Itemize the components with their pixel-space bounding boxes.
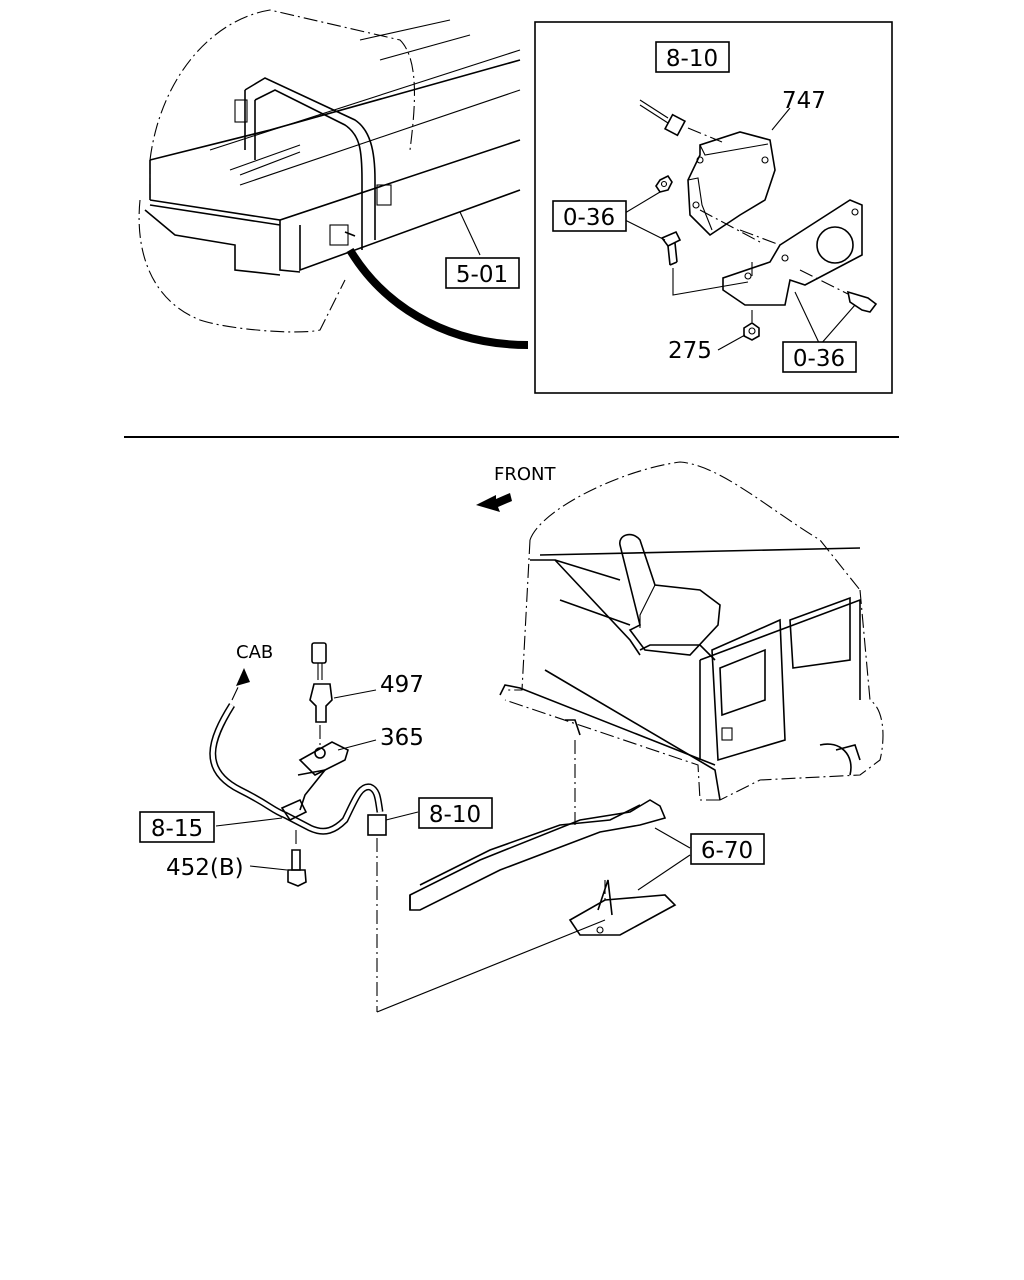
ref-box-8-15 — [139, 811, 215, 843]
ref-6-70[interactable]: 6-70 — [701, 838, 753, 864]
labels: 8-10 747 0-36 275 0-36 5-01 FRONT CAB 49… — [139, 41, 857, 881]
ref-box-8-10-top — [655, 41, 730, 73]
part-747[interactable]: 747 — [782, 88, 826, 114]
part-275[interactable]: 275 — [668, 338, 712, 364]
ref-box-8-10-lower — [418, 797, 493, 829]
ref-0-36-right[interactable]: 0-36 — [793, 346, 845, 372]
ref-box-6-70 — [690, 833, 765, 865]
ref-8-10-lower[interactable]: 8-10 — [429, 802, 481, 828]
chassis-view — [209, 461, 884, 1013]
ref-5-01[interactable]: 5-01 — [456, 262, 508, 288]
ref-8-15[interactable]: 8-15 — [151, 816, 203, 842]
ref-box-0-36-right — [782, 341, 857, 373]
ref-box-5-01 — [445, 257, 520, 289]
part-365[interactable]: 365 — [380, 725, 424, 751]
part-452b[interactable]: 452(B) — [166, 855, 244, 881]
ref-box-0-36-left — [552, 200, 627, 232]
inset-detail — [534, 21, 893, 394]
cab-label: CAB — [236, 642, 273, 663]
cab-arrow-icon — [236, 668, 250, 686]
part-497[interactable]: 497 — [380, 672, 424, 698]
ref-0-36-left[interactable]: 0-36 — [563, 205, 615, 231]
cab-rear-view — [138, 9, 529, 349]
inset-frame — [534, 21, 893, 394]
front-label: FRONT — [494, 464, 556, 485]
ref-8-10-top[interactable]: 8-10 — [666, 46, 718, 72]
front-arrow-icon — [476, 493, 512, 512]
